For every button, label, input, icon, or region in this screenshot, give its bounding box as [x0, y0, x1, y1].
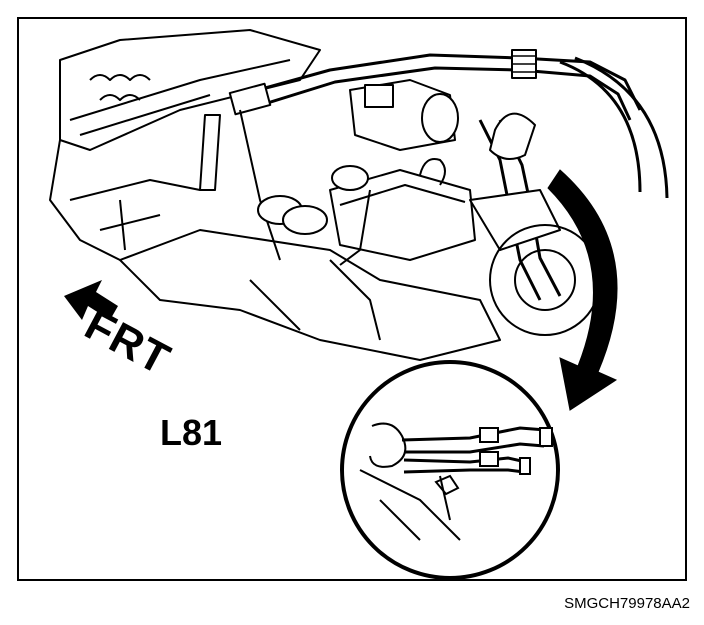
engine-code-label: L81	[160, 412, 223, 453]
front-direction-arrow-icon	[64, 280, 118, 320]
detail-inset	[340, 360, 560, 580]
engine-assembly	[49, 29, 669, 361]
rotation-arrow-icon	[547, 169, 618, 411]
figure-frame	[17, 17, 687, 581]
figure-code-label: SMGCH79978AA2	[564, 595, 690, 612]
